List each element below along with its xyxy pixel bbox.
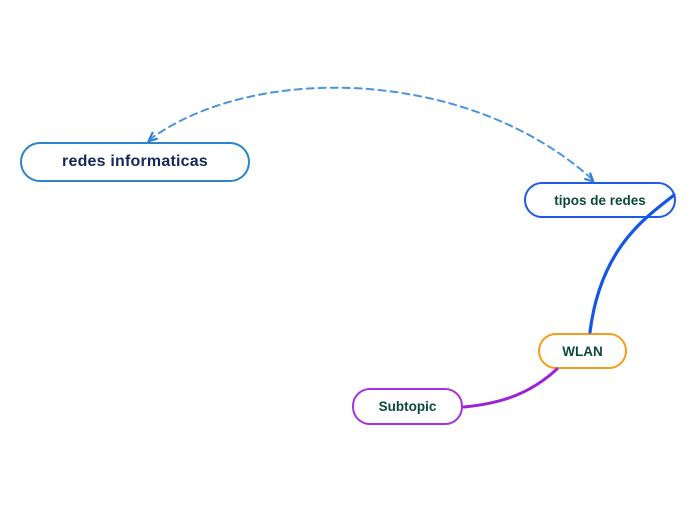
relationship-arrowhead-start-icon bbox=[147, 131, 158, 143]
relationship-arrowhead-end-icon bbox=[584, 172, 595, 183]
topic-tipos-de-redes[interactable]: tipos de redes bbox=[524, 182, 676, 218]
topic-tipos-de-redes-label: tipos de redes bbox=[554, 192, 646, 208]
topic-redes-informaticas[interactable]: redes informaticas bbox=[20, 142, 250, 182]
topic-subtopic[interactable]: Subtopic bbox=[352, 388, 463, 425]
branch-wlan-to-subtopic[interactable] bbox=[462, 367, 559, 409]
topic-redes-informaticas-label: redes informaticas bbox=[62, 153, 208, 170]
topic-subtopic-label: Subtopic bbox=[378, 399, 437, 414]
topic-wlan-label: WLAN bbox=[562, 343, 603, 359]
topic-wlan[interactable]: WLAN bbox=[538, 333, 627, 369]
